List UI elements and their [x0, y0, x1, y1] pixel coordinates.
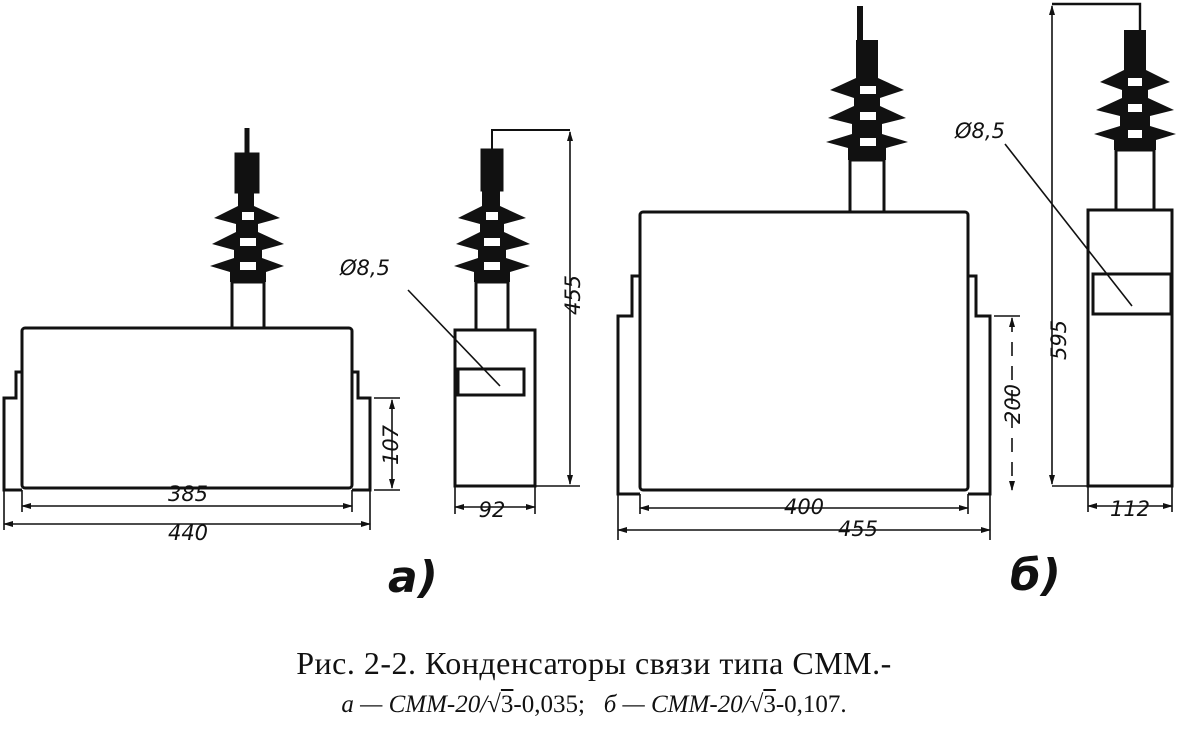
capacitor-b-bushing-stem [848, 158, 886, 214]
dim-b-112: 112 [1110, 497, 1150, 521]
figure-label-b: б) [1010, 550, 1061, 601]
capacitor-b-dimensions [617, 315, 1020, 540]
figure-caption-title: Рис. 2-2. Конденсаторы связи типа СММ.- [296, 645, 892, 681]
capacitor-a-bushing-stem [230, 280, 266, 330]
capacitor-b-side-tank [1086, 208, 1174, 488]
capacitor-a-front-view [2, 128, 372, 492]
dim-a-455: 455 [561, 275, 585, 315]
caption-part-b: б — СММ-20/√3-0,107. [603, 691, 847, 718]
capacitor-b-insulator [826, 40, 908, 160]
dim-b-diameter: Ø8,5 [954, 119, 1005, 143]
dim-b-455: 455 [838, 517, 878, 541]
capacitor-b-side-dimensions [1004, 5, 1173, 512]
figure-caption-legend: а — СММ-20/√3-0,035; б — СММ-20/√3-0,107… [0, 691, 1188, 719]
capacitor-b-nameplate [1091, 272, 1173, 316]
capacitor-a-terminal-nut [234, 152, 260, 194]
capacitor-b-tank [638, 210, 970, 492]
radicand-a: 3 [500, 691, 514, 718]
capacitor-a-left-bracket [2, 370, 22, 492]
dim-a-diameter: Ø8,5 [339, 256, 390, 280]
capacitor-b-left-bracket [616, 274, 640, 496]
capacitor-a-right-bracket [352, 370, 372, 492]
capacitor-b-side-view [1052, 2, 1176, 488]
dim-a-92: 92 [479, 498, 506, 522]
capacitor-a-side-view [453, 129, 570, 488]
capacitor-a-side-dimensions [407, 131, 580, 514]
diameter-a-leader [407, 289, 501, 387]
caption-part-a: а — СММ-20/√3-0,035; [341, 691, 585, 718]
dim-b-400: 400 [784, 495, 824, 519]
capacitor-b-right-bracket [968, 274, 992, 496]
root-sign: √ [749, 691, 764, 718]
diameter-b-leader [1004, 143, 1133, 307]
dim-a-440: 440 [168, 521, 208, 545]
capacitor-b-front-view [616, 6, 992, 496]
dim-a-385: 385 [168, 482, 208, 506]
capacitor-a-dimensions [3, 397, 400, 530]
dim-b-595: 595 [1047, 320, 1071, 360]
radicand-b: 3 [763, 691, 776, 718]
figure-label-a: а) [388, 552, 438, 603]
capacitor-drawings: 385 440 107 92 455 Ø8,5 а) [2, 2, 1176, 603]
dim-a-107: 107 [379, 424, 403, 465]
root-sign: √ [487, 691, 501, 718]
capacitor-a-nameplate [456, 367, 526, 397]
dim-b-200: 200 [1001, 384, 1025, 424]
capacitor-a-tank [20, 326, 354, 490]
capacitor-a-side-tank [453, 328, 537, 488]
capacitor-a-insulator [210, 192, 284, 282]
